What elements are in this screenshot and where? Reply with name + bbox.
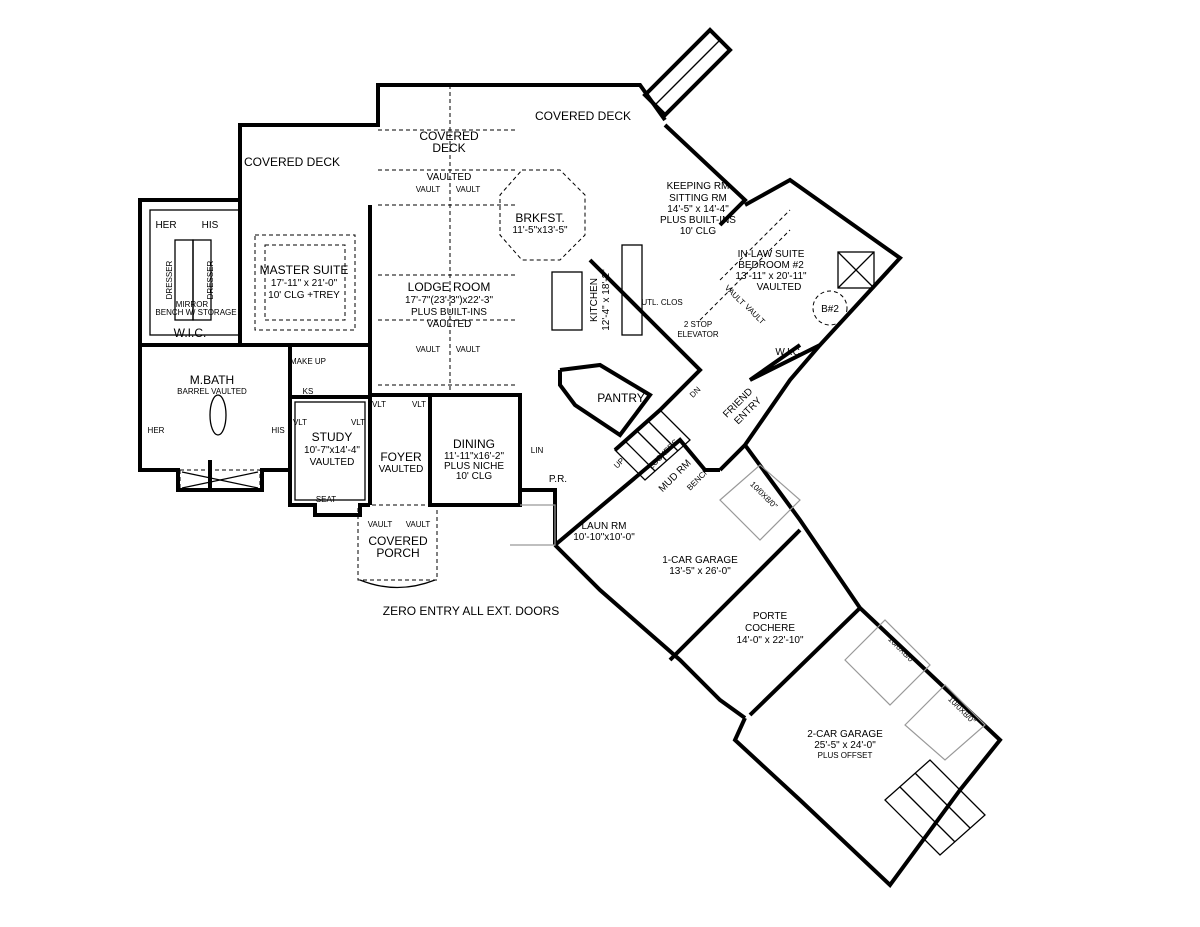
- lin-label: LIN: [531, 446, 544, 455]
- walls: [138, 83, 1003, 889]
- vault-label: VAULT: [456, 185, 481, 194]
- wic-his-label: HIS: [202, 220, 219, 231]
- m-bath-her: HER: [148, 426, 165, 435]
- sitting-rm-label: SITTING RM: [669, 193, 727, 204]
- garage-2-label: 2-CAR GARAGE: [807, 729, 883, 740]
- lodge-room-ceiling: VAULTED: [427, 319, 472, 330]
- garage-1-dims: 13'-5" x 26'-0": [669, 566, 731, 577]
- garage-door-1: [719, 464, 801, 541]
- keeping-rm-label: KEEPING RM: [667, 181, 730, 192]
- laun-rm-label: LAUN RM: [581, 521, 626, 532]
- lodge-room-extra: PLUS BUILT-INS: [411, 307, 487, 318]
- porte-cochere-dims: 14'-0" x 22'-10": [736, 635, 804, 646]
- garage-door-3: [904, 684, 986, 761]
- wic-label: W.I.C.: [174, 326, 207, 340]
- m-bath-label: M.BATH: [190, 373, 234, 387]
- lodge-room-dims: 17'-7"(23'-3")x22'-3": [405, 295, 494, 306]
- garage-2-extra: PLUS OFFSET: [818, 751, 873, 760]
- mirror-label: MIRROR: [176, 300, 209, 309]
- vault-label: VAULT: [456, 345, 481, 354]
- foyer-label: FOYER: [380, 450, 422, 464]
- covered-deck-left-label: COVERED DECK: [244, 155, 340, 169]
- covered-deck-right-label: COVERED DECK: [535, 109, 631, 123]
- master-suite-ceiling: 10' CLG +TREY: [268, 290, 340, 301]
- seat-label: SEAT: [316, 495, 336, 504]
- kitchen-dims: 12'-4" x 18'-2": [601, 269, 612, 331]
- brkfst-dims: 11'-5"x13'-5": [512, 225, 568, 236]
- vlt-label: VLT: [351, 418, 365, 427]
- stairs-dn-label: DN: [688, 385, 703, 400]
- covered-deck-center-label-2: DECK: [432, 141, 465, 155]
- stairs-garage: [884, 759, 986, 856]
- bedroom-2-label: BEDROOM #2: [738, 260, 804, 271]
- covered-deck-center-label: COVERED: [419, 129, 479, 143]
- wic-2-label: W.I.C.: [775, 347, 802, 358]
- pantry-label: PANTRY: [597, 391, 645, 405]
- stairs-main: [614, 409, 691, 481]
- in-law-suite-dims: 13'-11" x 20'-11": [735, 271, 807, 282]
- vault-label: VAULT: [416, 185, 441, 194]
- kitchen-label: KITCHEN: [589, 278, 600, 322]
- dresser-label: DRESSER: [165, 260, 174, 299]
- dining-label: DINING: [453, 437, 495, 451]
- garage-1-label: 1-CAR GARAGE: [662, 555, 738, 566]
- vault-label: VAULT: [723, 283, 747, 307]
- keeping-rm-ceiling: 10' CLG: [680, 226, 717, 237]
- study-ceiling: VAULTED: [310, 457, 355, 468]
- make-up-label: MAKE UP: [290, 357, 326, 366]
- vault-label: VAULT: [743, 302, 767, 326]
- covered-porch-label: COVERED: [368, 534, 428, 548]
- dresser-label: DRESSER: [206, 260, 215, 299]
- ks-label: KS: [303, 387, 314, 396]
- garage-door-2: [844, 619, 931, 706]
- vlt-label: VLT: [412, 400, 426, 409]
- lodge-room-label: LODGE ROOM: [408, 280, 491, 294]
- garage-2-dims: 25'-5" x 24'-0": [814, 740, 876, 751]
- brkfst-label: BRKFST.: [515, 211, 564, 225]
- elevator-label: 2 STOP: [684, 320, 712, 329]
- vlt-label: VLT: [293, 418, 307, 427]
- stairs-deck: [642, 27, 733, 118]
- porte-cochere-label: PORTE: [753, 611, 788, 622]
- interior-lines: [149, 27, 986, 856]
- foyer-ceiling: VAULTED: [379, 464, 424, 475]
- m-bath-ceiling: BARREL VAULTED: [177, 387, 247, 396]
- garage-2-door-label: 10/0X8/0": [886, 635, 917, 666]
- covered-porch-label-2: PORCH: [376, 546, 419, 560]
- room-labels: COVERED DECK COVERED DECK VAULTED VAULT …: [148, 109, 978, 760]
- dining-dims: 11'-11"x16'-2": [444, 451, 504, 462]
- study-dims: 10'-7"x14'-4": [304, 445, 360, 456]
- vault-label: VAULT: [368, 520, 393, 529]
- wic-her-label: HER: [155, 220, 176, 231]
- dining-ceiling: 10' CLG: [456, 471, 493, 482]
- vlt-label: VLT: [372, 400, 386, 409]
- m-bath-his: HIS: [271, 426, 284, 435]
- stairs-up-label: UP: [612, 456, 626, 470]
- elevator-label-2: ELEVATOR: [677, 330, 719, 339]
- utl-clos-label: UTL. CLOS: [641, 298, 682, 307]
- garage-2-door-label: 10/0X8/0": [946, 695, 977, 726]
- zero-entry-note: ZERO ENTRY ALL EXT. DOORS: [383, 604, 560, 618]
- study-label: STUDY: [312, 430, 353, 444]
- keeping-rm-extra: PLUS BUILT-INS: [660, 215, 736, 226]
- dining-extra: PLUS NICHE: [444, 461, 504, 472]
- bench-label: BENCH W/ STORAGE: [155, 308, 236, 317]
- porte-cochere-label-2: COCHERE: [745, 623, 795, 634]
- laun-rm-dims: 10'-10"x10'-0": [573, 532, 635, 543]
- vault-label: VAULT: [406, 520, 431, 529]
- bath-2-label: B#2: [821, 304, 839, 315]
- vault-label: VAULT: [416, 345, 441, 354]
- pr-label: P.R.: [549, 474, 567, 485]
- in-law-suite-label: IN-LAW SUITE: [738, 249, 805, 260]
- master-suite-label: MASTER SUITE: [260, 263, 349, 277]
- covered-deck-ceiling: VAULTED: [427, 172, 472, 183]
- in-law-suite-ceiling: VAULTED: [757, 282, 802, 293]
- master-suite-dims: 17'-11" x 21'-0": [271, 278, 338, 289]
- keeping-rm-dims: 14'-5" x 14'-4": [667, 204, 729, 215]
